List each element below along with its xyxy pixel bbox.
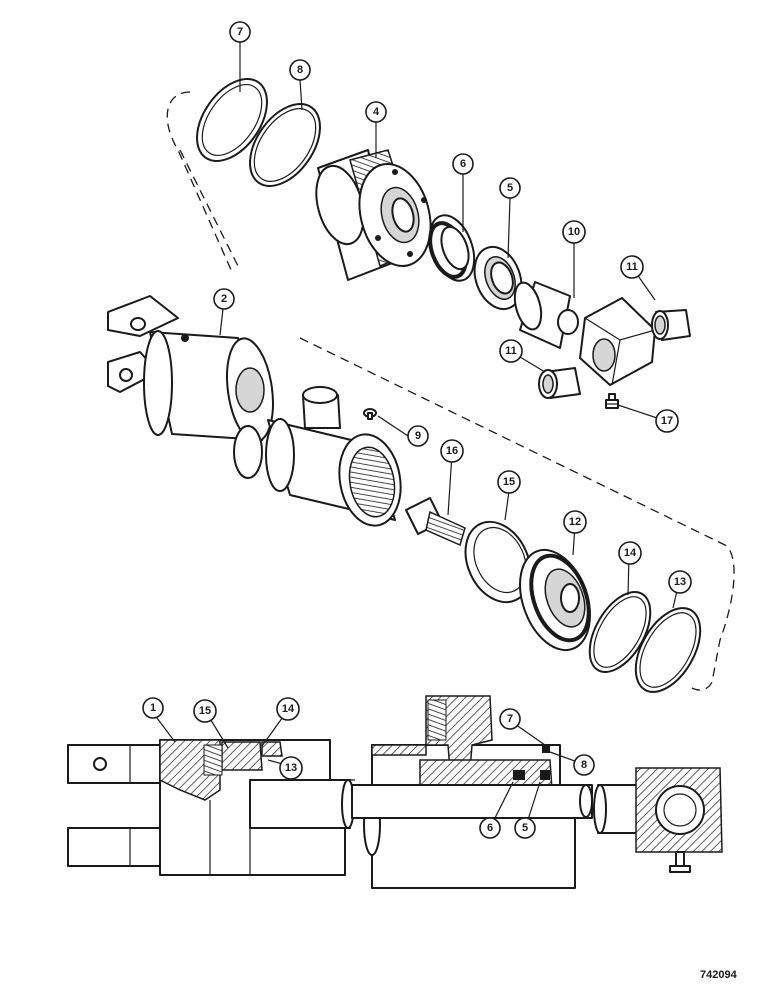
callout-13-label: 13 <box>674 576 686 588</box>
callout-16: 16 <box>440 439 464 463</box>
callout-14: 14 <box>618 541 642 565</box>
piston-part-12 <box>519 548 591 652</box>
section-callout-7: 7 <box>499 708 521 730</box>
callout-4: 4 <box>365 101 387 123</box>
callout-10-label: 10 <box>568 226 580 238</box>
barrel-port-tube <box>233 386 402 527</box>
piston-rod-part-10 <box>513 281 579 349</box>
bushing-part-11-upper <box>651 309 691 341</box>
callout-14-label: 14 <box>624 547 637 559</box>
section-callout-14-label: 14 <box>282 703 295 715</box>
wear-ring-part-15 <box>464 520 532 604</box>
callout-5: 5 <box>499 177 521 199</box>
callout-5-label: 5 <box>507 182 513 194</box>
o-ring-part-13 <box>634 607 702 693</box>
section-callout-8-label: 8 <box>581 759 587 771</box>
callout-17: 17 <box>655 409 679 433</box>
callout-9: 9 <box>407 425 429 447</box>
callout-11-lower: 11 <box>499 339 523 363</box>
section-callout-15: 15 <box>193 699 217 723</box>
callout-12-label: 12 <box>569 516 581 528</box>
callout-11-upper: 11 <box>620 255 644 279</box>
rod-end-eye-block <box>579 297 656 386</box>
section-callout-13: 13 <box>279 756 303 780</box>
section-callout-13-label: 13 <box>285 762 297 774</box>
callout-13: 13 <box>668 570 692 594</box>
callout-2-label: 2 <box>221 293 227 305</box>
assembly-boundary-dashed <box>166 91 735 691</box>
section-callout-15-label: 15 <box>199 705 211 717</box>
callout-11-lower-label: 11 <box>505 345 517 357</box>
section-callout-6: 6 <box>479 817 501 839</box>
wiper-seal-part-5 <box>473 246 523 310</box>
bushing-part-11-lower <box>538 367 581 399</box>
cylinder-barrel-part-2 <box>107 295 274 443</box>
figure-number: 742094 <box>700 969 738 981</box>
section-callout-1-label: 1 <box>150 702 156 714</box>
callout-12: 12 <box>563 510 587 534</box>
section-callout-5-label: 5 <box>522 822 528 834</box>
callout-7: 7 <box>229 21 251 43</box>
callout-9-label: 9 <box>415 430 421 442</box>
grease-fitting-part-17 <box>605 393 619 409</box>
callout-16-label: 16 <box>446 445 458 457</box>
callout-11-upper-label: 11 <box>626 261 638 273</box>
section-callout-8: 8 <box>573 754 595 776</box>
section-callout-7-label: 7 <box>507 713 513 725</box>
callout-8: 8 <box>289 59 311 81</box>
section-callout-5: 5 <box>514 817 536 839</box>
section-view-assembly <box>67 695 723 889</box>
bolt-part-16 <box>405 497 466 547</box>
section-callout-6-label: 6 <box>487 822 493 834</box>
snap-ring-part-7 <box>196 78 268 162</box>
callout-2: 2 <box>213 288 235 310</box>
section-callout-14: 14 <box>276 697 300 721</box>
screw-part-9 <box>363 408 377 420</box>
callout-6: 6 <box>452 153 474 175</box>
callout-7-label: 7 <box>237 26 243 38</box>
section-callout-1: 1 <box>142 697 164 719</box>
callout-8-label: 8 <box>297 64 303 76</box>
backup-ring-part-8 <box>249 103 321 187</box>
callout-17-label: 17 <box>661 415 673 427</box>
callout-15: 15 <box>497 470 521 494</box>
callout-15-label: 15 <box>503 476 515 488</box>
callout-10: 10 <box>562 220 586 244</box>
callout-4-label: 4 <box>373 106 380 118</box>
callout-6-label: 6 <box>460 158 466 170</box>
gland-head-part-4 <box>315 149 432 281</box>
